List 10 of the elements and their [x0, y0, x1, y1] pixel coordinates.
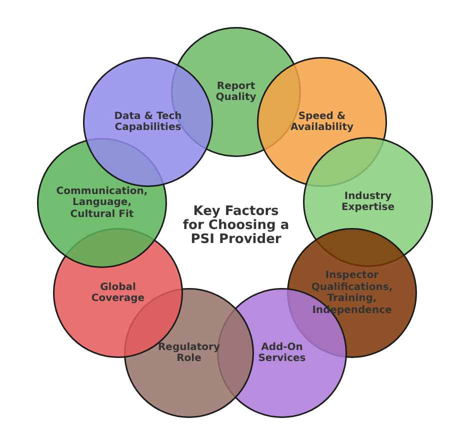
diagram-title: Key Factors for Choosing a PSI Provider [182, 205, 290, 247]
factor-label: Regulatory Role [156, 342, 222, 364]
factor-label: Communication, Language, Cultural Fit [55, 186, 149, 220]
factor-label: Industry Expertise [340, 190, 396, 214]
factor-label: Global Coverage [90, 282, 146, 304]
factor-label: Add-On Services [257, 342, 307, 364]
factor-label: Speed & Availability [290, 110, 354, 134]
factor-label: Report Quality [214, 80, 258, 104]
factor-circle [83, 57, 213, 187]
factor-label: Data & Tech Capabilities [113, 110, 183, 134]
